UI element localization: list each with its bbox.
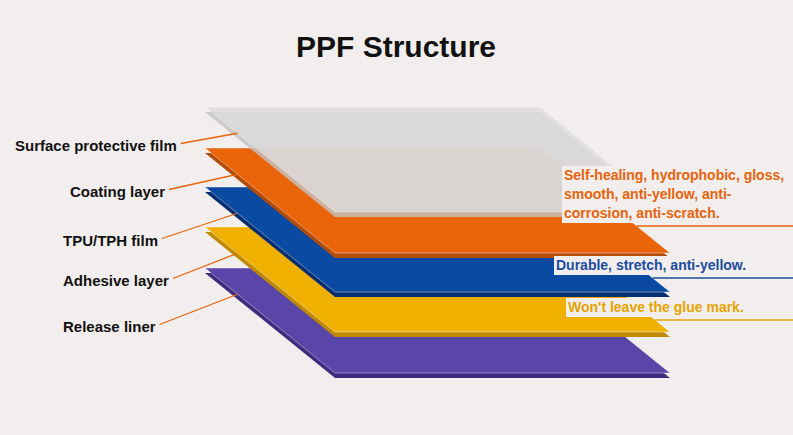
layer-label: TPU/TPH film (63, 232, 158, 249)
leader-lines (160, 133, 793, 324)
layer-stack (205, 107, 670, 378)
layer-label: Release liner (63, 318, 156, 335)
diagram-title: PPF Structure (296, 30, 496, 64)
leader-line (655, 319, 793, 321)
leader-line (160, 294, 238, 324)
layer-label: Adhesive layer (63, 272, 169, 289)
feature-note: Self-healing, hydrophobic, gloss, smooth… (562, 166, 792, 223)
layer-label: Surface protective film (15, 137, 177, 154)
leader-line (169, 174, 237, 189)
leader-line (653, 277, 793, 279)
layer-label: Coating layer (70, 183, 165, 200)
feature-note: Won't leave the glue mark. (566, 298, 746, 317)
leader-line (181, 133, 238, 143)
leader-line (637, 225, 793, 227)
leader-line (162, 213, 237, 238)
leader-line (173, 253, 238, 278)
feature-note: Durable, stretch, anti-yellow. (554, 256, 748, 275)
